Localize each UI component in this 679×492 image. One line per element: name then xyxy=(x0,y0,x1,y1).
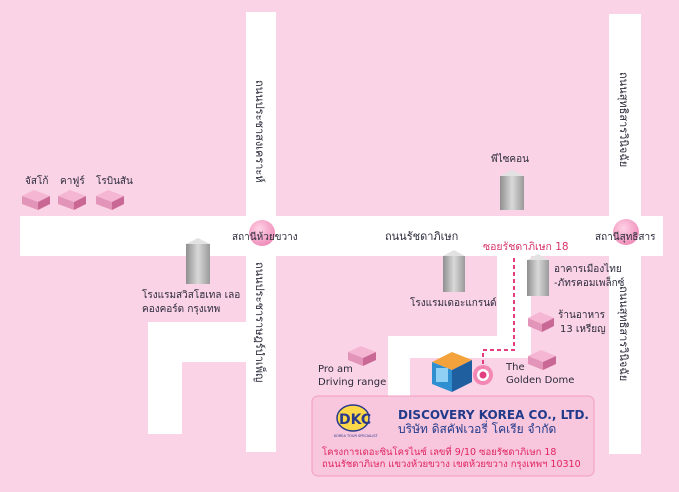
poi-proam-driving-range: Pro am Driving range xyxy=(318,346,386,388)
poi-label-line1: โรงแรมสวิสโฮเทล เลอ xyxy=(142,288,240,301)
road-label-pracha-songkhro: ถนนประชาสงเคราะห์ xyxy=(253,80,266,183)
poi-golden-dome: The Golden Dome xyxy=(505,350,574,386)
poi-label: พีไซคอน xyxy=(491,153,529,165)
company-info-box: DKC KOREA TOUR SPECIALIST DISCOVERY KORE… xyxy=(311,395,595,477)
logo-tagline: KOREA TOUR SPECIALIST xyxy=(334,434,379,438)
road-soi18-down xyxy=(388,336,410,396)
tower-icon xyxy=(186,238,210,284)
road-label-pracharat: ถนนประชาราษฎร์บำเพ็ญ xyxy=(253,262,267,382)
tower-icon xyxy=(527,254,549,296)
info-box-bg xyxy=(311,395,595,477)
tower-icon xyxy=(500,170,524,210)
poi-label-line1: Pro am xyxy=(318,364,353,375)
mall-icon xyxy=(58,190,86,210)
tower-icon xyxy=(443,250,465,292)
poi-label: จัสโก้ xyxy=(25,174,48,187)
poi-label-line2: คองคอร์ด กรุงเทพ xyxy=(142,303,220,315)
station-label: สถานีห้วยขวาง xyxy=(232,231,298,243)
poi-label-line2: -ภัทรคอมเพล็กซ์ xyxy=(554,275,625,289)
poi-label-line2: 13 เหรียญ xyxy=(560,323,606,335)
poi-robinson: โรบินสัน xyxy=(96,174,133,210)
poi-label-line1: The xyxy=(505,362,525,373)
station-label: สถานีสุทธิสาร xyxy=(595,231,656,243)
poi-label: คาฟูร์ xyxy=(60,175,85,187)
route-dashes xyxy=(482,258,515,368)
company-name-th: บริษัท ดิสคัฟเวอรี่ โคเรีย จำกัด xyxy=(398,420,556,436)
poi-label-line1: อาคารเมืองไทย xyxy=(554,263,622,275)
logo-text: DKC xyxy=(339,412,371,428)
poi-label-line1: ร้านอาหาร xyxy=(558,309,606,321)
mall-icon xyxy=(96,190,124,210)
soi-label: ซอยรัชดาภิเษก 18 xyxy=(483,241,569,253)
poi-label-line2: Golden Dome xyxy=(506,375,574,386)
restaurant-icon xyxy=(528,312,554,332)
poi-muangthai-phatra: อาคารเมืองไทย -ภัทรคอมเพล็กซ์ xyxy=(527,254,625,296)
location-pin-icon xyxy=(473,365,493,385)
poi-label: โรงแรมเดอะแกรนด์ xyxy=(410,296,497,309)
poi-jusco: จัสโก้ xyxy=(22,174,50,210)
poi-label: โรบินสัน xyxy=(96,174,133,187)
road-soi18-connector xyxy=(388,336,530,358)
poi-pi-condo: พีไซคอน xyxy=(491,153,529,210)
building-icon xyxy=(348,346,376,366)
station-marker xyxy=(249,220,275,246)
road-left-branch-down xyxy=(148,322,182,434)
poi-the-grand: โรงแรมเดอะแกรนด์ xyxy=(410,250,497,309)
company-logo: DKC KOREA TOUR SPECIALIST xyxy=(334,404,379,438)
company-name-en: DISCOVERY KOREA CO., LTD. xyxy=(398,408,589,422)
mall-icon xyxy=(22,190,50,210)
building-icon xyxy=(528,350,556,370)
station-huai-khwang: สถานีห้วยขวาง xyxy=(232,220,298,246)
company-address-line2: ถนนรัชดาภิเษก แขวงห้วยขวาง เขตห้วยขวาง ก… xyxy=(322,459,581,470)
road-label-sutthisan-top: ถนนสุทธิสารวินิจฉัย xyxy=(617,72,630,167)
poi-restaurant-13: ร้านอาหาร 13 เหรียญ xyxy=(528,309,606,335)
road-ratchadaphisek xyxy=(20,216,663,256)
station-marker xyxy=(613,219,639,245)
poi-carrefour: คาฟูร์ xyxy=(58,175,86,210)
company-address-line1: โครงการเดอะซินโครไนซ์ เลขที่ 9/10 ซอยรัช… xyxy=(322,445,556,458)
poi-label-line2: Driving range xyxy=(318,377,386,388)
road-label-sutthisan-bottom: ถนนสุทธิสารวินิจฉัย xyxy=(617,286,630,381)
road-label-ratchadaphisek: ถนนรัชดาภิเษก xyxy=(385,230,458,243)
company-building-icon xyxy=(432,352,472,392)
station-sutthisan: สถานีสุทธิสาร xyxy=(595,219,656,245)
poi-swissotel: โรงแรมสวิสโฮเทล เลอ คองคอร์ด กรุงเทพ xyxy=(142,238,240,315)
